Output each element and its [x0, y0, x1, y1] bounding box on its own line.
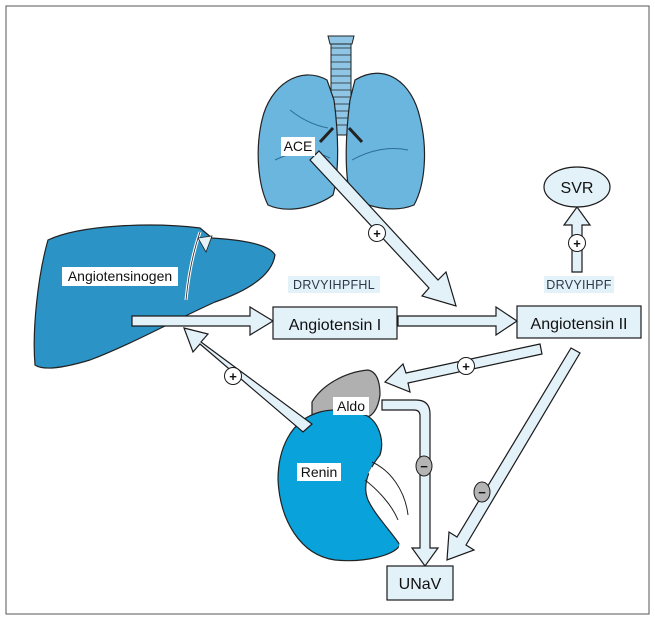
angiotensin2-sequence: DRVYIHPF: [546, 278, 611, 292]
sign-plus-renin: +: [224, 367, 242, 385]
unav-box: [386, 565, 454, 601]
angiotensin1-sequence: DRVYIHPFHL: [293, 278, 375, 292]
angiotensinogen-label: Angiotensinogen: [68, 268, 172, 284]
aldo-chip: [333, 397, 369, 415]
angiotensin1-to-angiotensin2-arrow: [397, 305, 519, 337]
frame-border: [5, 5, 650, 615]
sign-plus-svr: +: [568, 234, 586, 252]
angiotensin2-to-unav-arrow: [446, 347, 581, 561]
sign-plus-aldo: +: [457, 357, 475, 375]
svg-text:+: +: [462, 359, 470, 374]
kidney-icon: [277, 409, 409, 562]
angiotensin2-box: [516, 305, 642, 339]
ace-label: ACE: [284, 138, 313, 154]
svr-ellipse: [543, 166, 611, 208]
svg-text:+: +: [373, 226, 381, 241]
sign-minus-aldo: −: [415, 455, 433, 477]
aldo-label: Aldo: [337, 398, 365, 414]
renin-label: Renin: [301, 464, 338, 480]
angiotensin2-sequence-bg: [544, 276, 614, 293]
svg-text:−: −: [420, 459, 428, 474]
liver-icon: [33, 224, 276, 369]
aldo-to-unav-arrow: [381, 399, 440, 568]
svg-text:−: −: [478, 485, 486, 500]
svg-text:+: +: [573, 236, 581, 251]
angiotensin1-sequence-bg: [288, 276, 380, 293]
renin-chip: [297, 463, 341, 481]
renin-to-liver-arrow: [183, 327, 313, 433]
unav-label: UNaV: [399, 576, 442, 593]
angiotensinogen-chip: [62, 267, 178, 286]
svr-label: SVR: [561, 180, 594, 197]
angiotensin1-label: Angiotensin I: [289, 317, 382, 334]
svg-text:+: +: [229, 369, 237, 384]
sign-minus-angiotensin2: −: [473, 481, 491, 503]
lungs-icon: [257, 35, 426, 210]
angiotensin2-label: Angiotensin II: [531, 316, 628, 333]
angiotensin1-box: [272, 306, 398, 340]
angiotensinogen-to-angiotensin1-arrow: [131, 305, 275, 337]
sign-plus-ace: +: [368, 224, 386, 242]
ace-chip: [281, 137, 315, 156]
